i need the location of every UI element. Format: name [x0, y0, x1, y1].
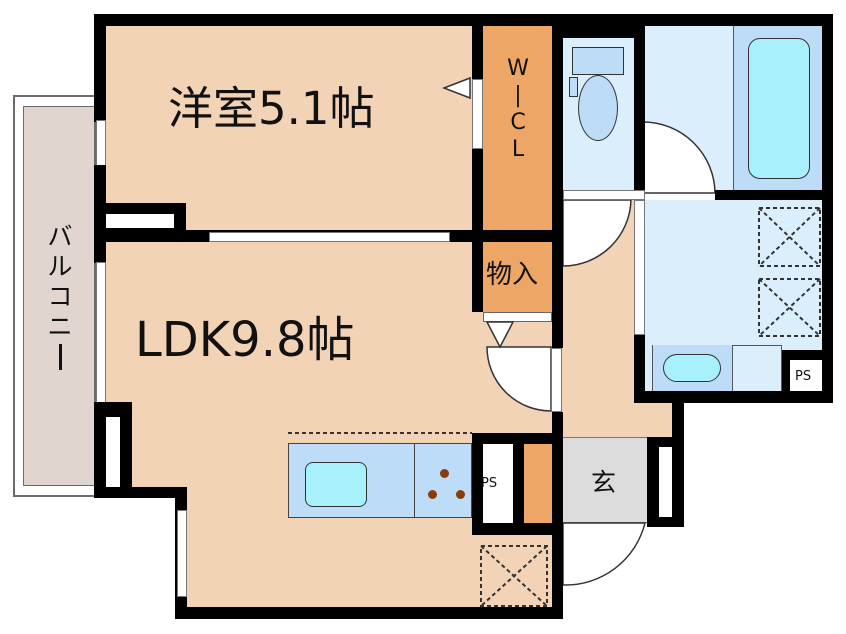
storage-door-frame — [551, 348, 562, 412]
wall-toilet-right — [634, 14, 645, 200]
ps-kitchen-label: PS — [481, 476, 498, 491]
toilet-door-frame — [563, 190, 645, 200]
window-western — [96, 120, 106, 167]
wall-left-upper — [94, 14, 106, 122]
western-room — [106, 26, 472, 230]
toilet-paper — [569, 77, 578, 97]
wall-left-lower — [94, 402, 106, 498]
wall-right — [822, 14, 833, 403]
walk-in-closet — [483, 26, 552, 230]
window-ldk-lower — [177, 510, 187, 597]
wall-genkan-right-upper — [672, 403, 684, 437]
window-ldk — [96, 262, 106, 406]
balcony-char: ル — [47, 252, 73, 281]
wall-ps-left — [472, 433, 483, 535]
closet-hollow — [106, 214, 174, 228]
pillar-hollow — [106, 417, 120, 487]
wic-char: L — [511, 137, 525, 162]
genkan — [563, 437, 647, 523]
wall-bath-bottom — [715, 190, 833, 200]
kitchen-sink-icon — [305, 462, 367, 507]
wall-wic-left — [472, 14, 483, 79]
wall-hall-wash — [634, 335, 645, 403]
wall-wic-right — [552, 14, 563, 312]
ps-bath — [790, 360, 822, 391]
genkan-closet-hollow — [659, 447, 672, 517]
wall-storage-side — [552, 312, 563, 348]
ps-bath-label: PS — [795, 369, 812, 384]
wall-ps-bath-top — [782, 350, 822, 360]
balcony — [23, 106, 95, 486]
wall-step — [94, 487, 187, 498]
wall-ps-bottom — [472, 523, 563, 535]
shoe-closet — [524, 444, 557, 523]
bathtub-icon — [748, 38, 810, 179]
entrance-door-swing — [562, 522, 646, 586]
ldk-room-label: LDK9.8帖 — [135, 312, 355, 368]
balcony-char: バ — [47, 222, 73, 251]
storage-door-swing — [486, 346, 552, 412]
balcony-label: バ ル コ ニ — [45, 222, 75, 370]
balcony-char: ニ — [47, 312, 73, 341]
balcony-char-long-vowel — [58, 344, 62, 370]
counter-divider — [414, 443, 415, 518]
vanity-side — [733, 345, 782, 391]
wall-ps-bath — [782, 350, 790, 391]
ps-kitchen — [483, 444, 513, 523]
wall-wic-left2 — [472, 149, 483, 312]
wic-label: W | C L — [505, 55, 531, 163]
balcony-char: コ — [47, 282, 73, 311]
burner-icon — [428, 490, 437, 499]
wall-entry-side — [552, 433, 563, 619]
burner-icon — [456, 490, 465, 499]
vanity-sink-icon — [663, 354, 721, 382]
western-room-label: 洋室5.1帖 — [168, 82, 375, 135]
sliding-door[interactable] — [209, 232, 450, 242]
toilet-tank — [572, 47, 624, 75]
storage-door-rail — [483, 312, 552, 322]
storage-closet — [483, 242, 552, 312]
wall-toilet-top — [563, 26, 634, 38]
wic-char: | — [514, 83, 522, 108]
wall-bottom — [175, 607, 563, 619]
wall-ps-mid — [513, 433, 524, 535]
genkan-label: 玄 — [591, 468, 617, 497]
toilet-bowl-icon — [578, 75, 618, 141]
washroom-door[interactable] — [634, 200, 645, 335]
wall-wash-bottom — [634, 391, 833, 403]
storage-label: 物入 — [486, 260, 539, 290]
bath-door-swing — [642, 121, 716, 194]
wic-char: W — [507, 56, 529, 81]
wic-char: C — [510, 110, 526, 135]
toilet-door-swing — [562, 199, 632, 267]
burner-icon — [440, 469, 449, 478]
wall-left-mid — [94, 165, 106, 263]
wall-top — [94, 14, 833, 26]
wall-storage-low — [552, 412, 563, 444]
wic-door[interactable] — [472, 79, 483, 149]
